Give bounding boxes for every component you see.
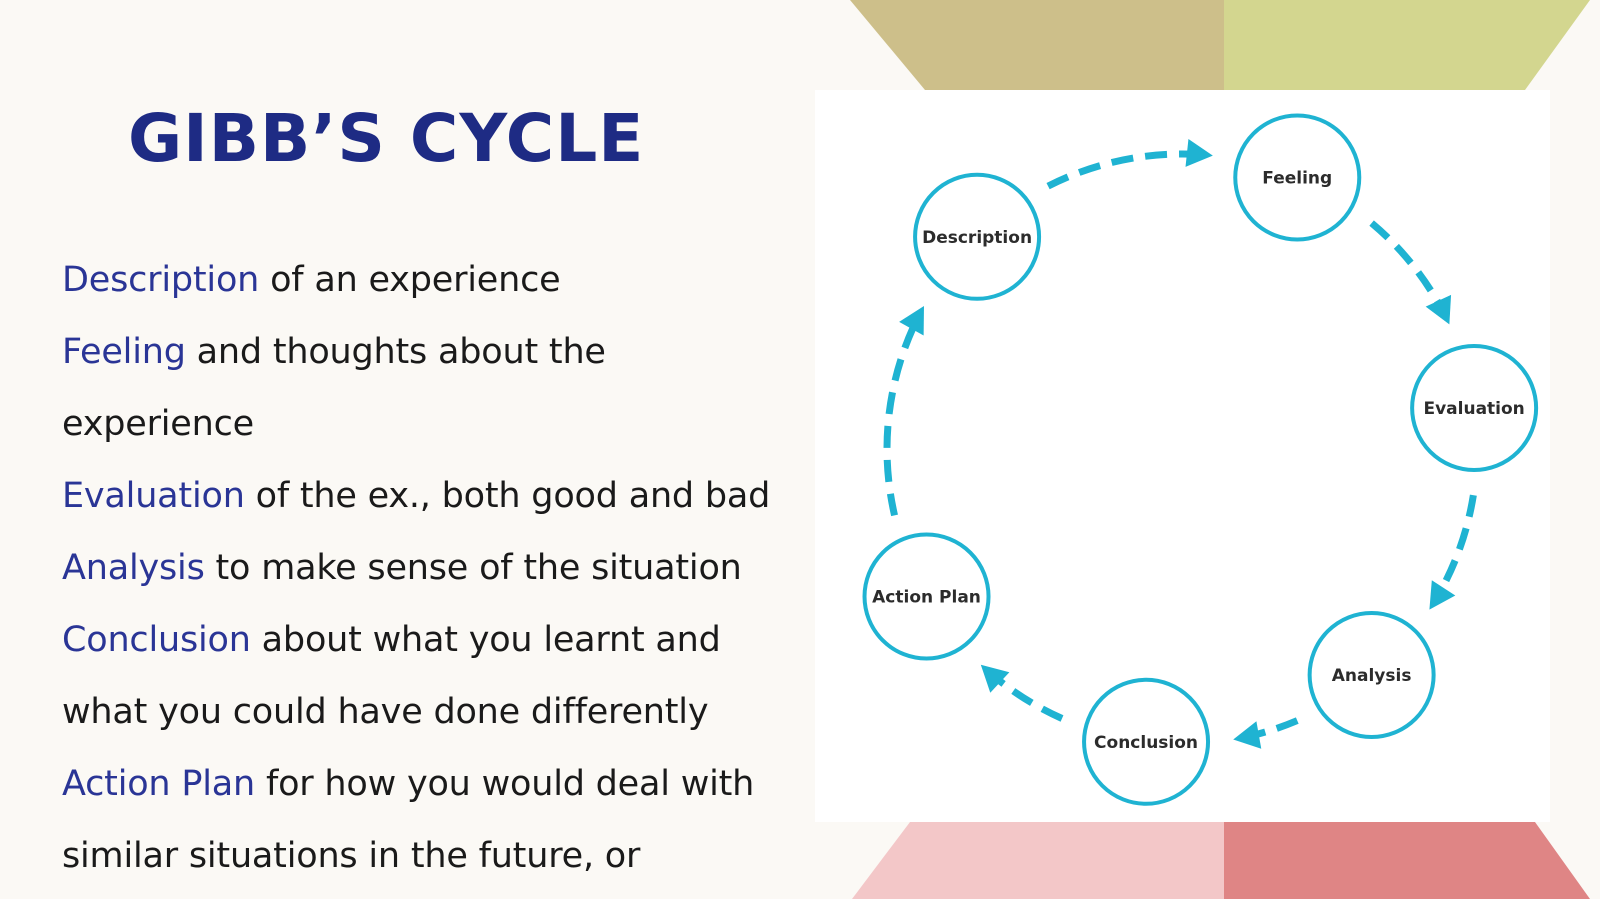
cycle-arrows [883,138,1477,749]
node-description: Description [913,172,1042,301]
gibbs-cycle-diagram: Feeling Evaluation Analysis Conclusion A… [862,113,1539,806]
node-description-circle [913,172,1042,301]
node-analysis: Analysis [1307,610,1436,739]
stage-text: and thoughts about the [185,332,606,372]
stage-text: experience [62,404,254,444]
stage-text: of the ex., both good and bad [244,476,771,516]
cycle-arc [1436,494,1477,594]
cycle-arc [1369,220,1444,308]
cycle-arrowhead [1233,721,1262,749]
stage-line-conclusion-cont: what you could have done differently [62,676,822,748]
cycle-arrowhead [1429,580,1456,610]
stage-line-analysis: Analysis to make sense of the situation [62,532,822,604]
stage-line-conclusion: Conclusion about what you learnt and [62,604,822,676]
cycle-nodes: Feeling Evaluation Analysis Conclusion A… [862,113,1539,806]
node-evaluation-label: Evaluation [1423,399,1524,419]
node-action-plan: Action Plan [862,532,991,661]
stage-line-feeling-cont: experience [62,388,822,460]
node-feeling-circle [1233,113,1362,242]
cycle-arc [883,322,918,517]
stage-text: to make sense of the situation [204,548,742,588]
node-conclusion-circle [1082,677,1211,806]
node-description-label: Description [922,228,1032,248]
top-olive-band-left [850,0,1224,90]
node-conclusion-label: Conclusion [1094,733,1198,753]
stage-keyword: Conclusion [62,620,251,660]
stage-keyword: Feeling [62,332,186,372]
stage-text: for how you would deal with [255,764,755,804]
top-olive-band-right [1224,0,1590,90]
stage-text: of an experience [259,260,561,300]
node-action-plan-label: Action Plan [872,588,981,608]
stage-text: similar situations in the future, or [62,836,641,876]
cycle-arc [994,675,1064,722]
stage-line-action-plan-cont: similar situations in the future, or [62,820,822,892]
cycle-arrowhead [980,664,1010,693]
cycle-arrowhead [1185,138,1213,167]
stage-keyword: Action Plan [62,764,256,804]
stage-keyword: Evaluation [62,476,245,516]
node-action-plan-circle [862,532,991,661]
bottom-pink-band-left [852,822,1224,899]
stage-keyword: Description [62,260,260,300]
node-conclusion: Conclusion [1082,677,1211,806]
cycle-arrowhead [1425,294,1452,325]
node-feeling: Feeling [1233,113,1362,242]
node-analysis-circle [1307,610,1436,739]
stage-line-evaluation: Evaluation of the ex., both good and bad [62,460,822,532]
stage-line-feeling: Feeling and thoughts about the [62,316,822,388]
cycle-arc [1046,150,1193,190]
cycle-arrowhead [899,305,924,336]
cycle-arc [1252,717,1299,739]
stage-line-action-plan: Action Plan for how you would deal with [62,748,822,820]
node-analysis-label: Analysis [1332,666,1412,686]
node-feeling-label: Feeling [1262,168,1332,188]
node-evaluation-circle [1410,343,1539,472]
stage-text: about what you learnt and [250,620,721,660]
slide-title: GIBB’S CYCLE [128,100,645,177]
stage-keyword: Analysis [62,548,205,588]
stage-list: Description of an experience Feeling and… [62,244,822,892]
diagram-panel: Feeling Evaluation Analysis Conclusion A… [815,90,1550,822]
stage-line-description: Description of an experience [62,244,822,316]
stage-text: what you could have done differently [62,692,709,732]
bottom-pink-band-right [1224,822,1590,899]
node-evaluation: Evaluation [1410,343,1539,472]
